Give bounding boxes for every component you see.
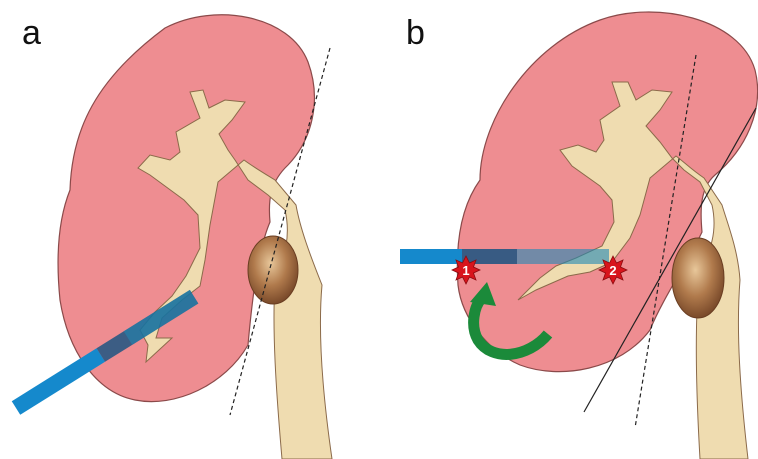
- panel-label-b: b: [406, 14, 425, 52]
- marker-2: 2: [599, 256, 627, 284]
- access-sheath-b: [400, 249, 609, 264]
- panel-label-a: a: [22, 14, 41, 52]
- marker-2-label: 2: [609, 263, 616, 278]
- kidney-stone-b: [672, 238, 724, 318]
- marker-1: 1: [452, 256, 480, 284]
- marker-1-label: 1: [462, 263, 469, 278]
- panel-a: a: [12, 14, 332, 459]
- panel-b: b 1 2: [400, 12, 758, 459]
- kidney-stone-a: [248, 236, 298, 304]
